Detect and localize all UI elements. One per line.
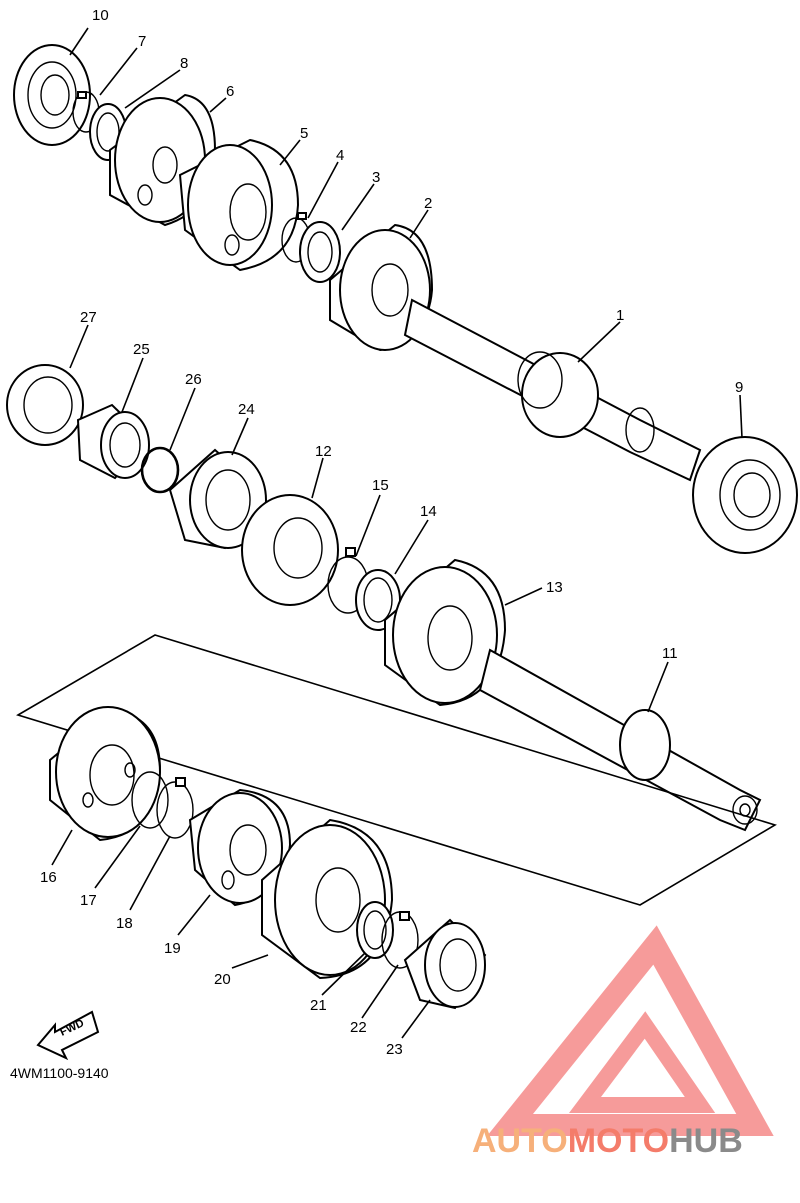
label-27: 27	[80, 309, 97, 326]
logo-text-moto: MOTO	[568, 1122, 669, 1160]
label-22: 22	[350, 1019, 367, 1036]
logo-text-auto: AUTO	[472, 1122, 568, 1160]
part-12-gear	[241, 494, 339, 606]
part-19-gear	[188, 788, 292, 907]
label-23: 23	[386, 1041, 403, 1058]
label-20: 20	[214, 971, 231, 988]
part-10-bearing	[13, 44, 91, 146]
label-7: 7	[138, 33, 146, 50]
label-1: 1	[616, 307, 624, 324]
part-5-gear	[178, 138, 300, 272]
leader-lines	[51, 27, 743, 1039]
logo-text-hub: HUB	[669, 1122, 743, 1160]
bottom-group-frame	[16, 634, 777, 906]
part-18-circlip	[156, 777, 194, 839]
label-5: 5	[300, 125, 308, 142]
label-3: 3	[372, 169, 380, 186]
part-26-o-ring	[140, 446, 180, 494]
label-14: 14	[420, 503, 437, 520]
label-25: 25	[133, 341, 150, 358]
automotohub-logo: AUTOMOTOHUB	[472, 925, 774, 1160]
part-23-bearing	[403, 918, 487, 1010]
label-8: 8	[180, 55, 188, 72]
label-16: 16	[40, 869, 57, 886]
part-13-gear	[384, 558, 507, 707]
label-19: 19	[164, 940, 181, 957]
label-21: 21	[310, 997, 327, 1014]
part-17-circlip	[131, 771, 169, 829]
label-17: 17	[80, 892, 97, 909]
label-26: 26	[185, 371, 202, 388]
part-21-washer	[356, 901, 394, 959]
label-4: 4	[336, 147, 344, 164]
fwd-arrow-icon: FWD	[36, 1010, 100, 1061]
label-12: 12	[315, 443, 332, 460]
part-code: 4WM1100-9140	[10, 1065, 109, 1081]
part-22-circlip	[381, 911, 419, 969]
part-3-washer	[299, 221, 341, 283]
label-24: 24	[238, 401, 255, 418]
logo-triangle	[487, 925, 774, 1136]
label-6: 6	[226, 83, 234, 100]
logo-inner-triangle	[569, 1011, 716, 1113]
label-2: 2	[424, 195, 432, 212]
label-13: 13	[546, 579, 563, 596]
label-15: 15	[372, 477, 389, 494]
part-11-drive-axle	[478, 648, 762, 832]
part-9-bearing	[692, 436, 798, 554]
label-18: 18	[116, 915, 133, 932]
part-27-oil-seal	[6, 364, 84, 446]
part-25-collar	[76, 403, 150, 480]
label-10: 10	[92, 7, 109, 24]
label-11: 11	[662, 645, 678, 662]
part-1-main-axle	[403, 298, 702, 482]
label-9: 9	[735, 379, 743, 396]
svg-text:AUTOMOTOHUB: AUTOMOTOHUB	[472, 1122, 743, 1160]
